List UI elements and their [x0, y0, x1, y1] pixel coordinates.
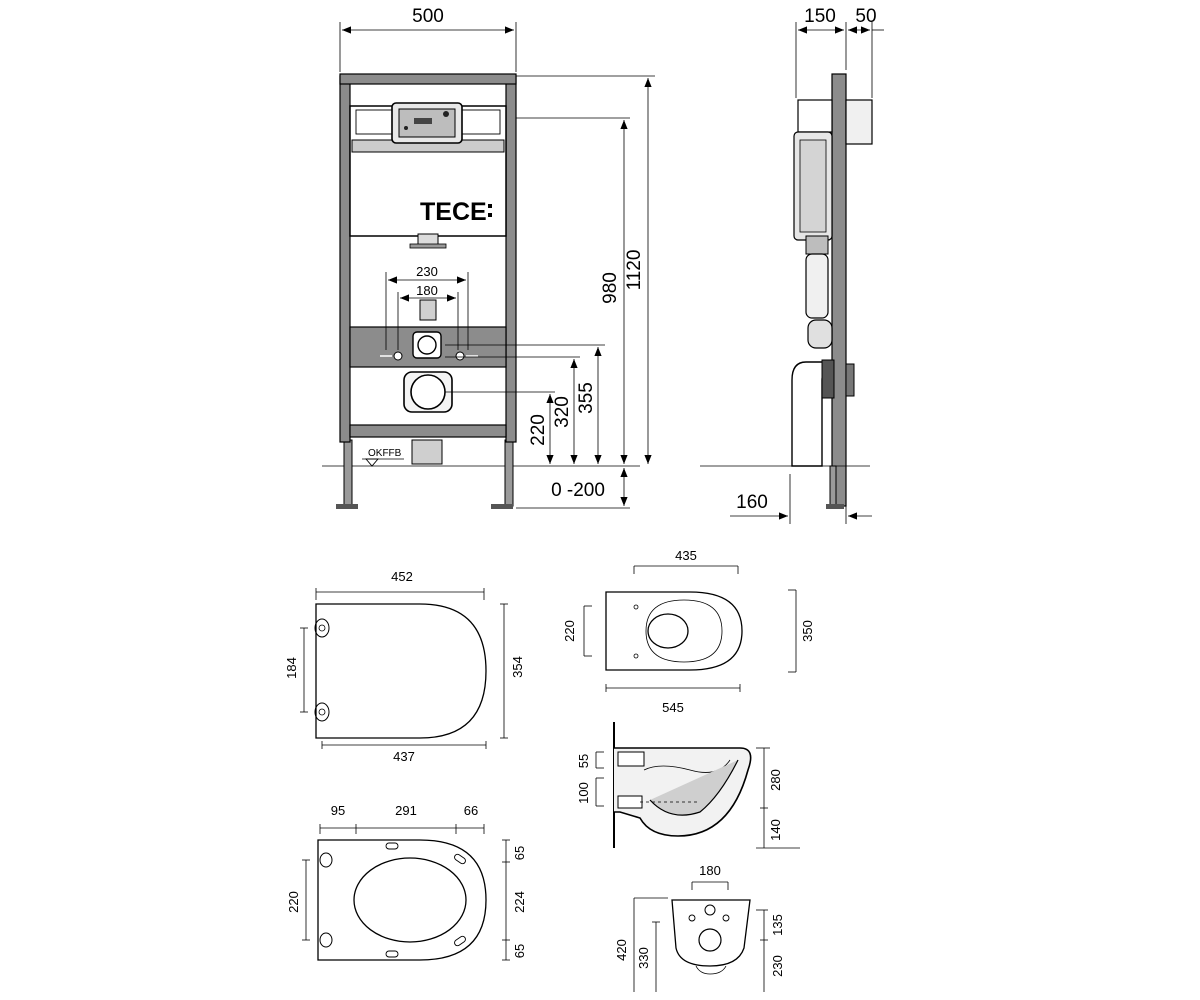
dim-seat-66: 66: [464, 803, 478, 818]
dim-height-1120: 1120: [624, 250, 645, 291]
dim-seat-65-top: 65: [512, 846, 527, 860]
dim-side-50: 50: [855, 6, 876, 27]
dim-bowl-435: 435: [675, 548, 697, 563]
dim-seat-291: 291: [395, 803, 417, 818]
dim-seat-65-bottom: 65: [512, 944, 527, 958]
dim-height-220: 220: [528, 414, 549, 446]
dim-seat-95: 95: [331, 803, 345, 818]
dim-seat-437: 437: [393, 749, 415, 764]
dim-height-980: 980: [600, 272, 621, 304]
dim-height-320: 320: [552, 396, 573, 428]
dim-back-330: 330: [636, 947, 651, 969]
dim-bowl-280: 280: [768, 769, 783, 791]
dim-bowl-140: 140: [768, 819, 783, 841]
bowl-top-view: 435 545 350 220: [562, 548, 815, 715]
dim-frame-width: 500: [412, 6, 444, 27]
dim-bowl-350: 350: [800, 620, 815, 642]
dim-spacing-180: 180: [416, 283, 438, 298]
dim-seat-354: 354: [510, 656, 525, 678]
dim-seat-224: 224: [512, 891, 527, 913]
seat-bottom-view: 95 291 66 65 224 65 220: [286, 803, 527, 961]
seat-top-view: 452 437 354 184: [284, 569, 525, 764]
dim-seat-452: 452: [391, 569, 413, 584]
frame-side-view: 150 50 160: [700, 6, 884, 524]
bowl-side-view: 55 100 280 140: [576, 722, 800, 849]
dim-bowl-55: 55: [576, 754, 591, 768]
dim-floor-adjust: 0 -200: [551, 480, 605, 501]
dim-side-160: 160: [736, 492, 768, 513]
floor-label: OKFFB: [368, 448, 402, 459]
dim-back-230: 230: [770, 955, 785, 977]
dim-back-135: 135: [770, 914, 785, 936]
brand-logo-text: TECE: [420, 198, 487, 226]
frame-front-view: TECE OKFFB 500 230: [322, 6, 655, 509]
dim-bowl-220: 220: [562, 620, 577, 642]
bowl-back-view: 180 420 330 135 230: [614, 863, 785, 992]
dim-bowl-100: 100: [576, 782, 591, 804]
dim-bowl-545: 545: [662, 700, 684, 715]
dim-back-420: 420: [614, 939, 629, 961]
dim-seat-184: 184: [284, 657, 299, 679]
dim-seat-220: 220: [286, 891, 301, 913]
dim-height-355: 355: [576, 382, 597, 414]
dim-back-180: 180: [699, 863, 721, 878]
dim-side-150: 150: [804, 6, 836, 27]
dim-spacing-230: 230: [416, 264, 438, 279]
